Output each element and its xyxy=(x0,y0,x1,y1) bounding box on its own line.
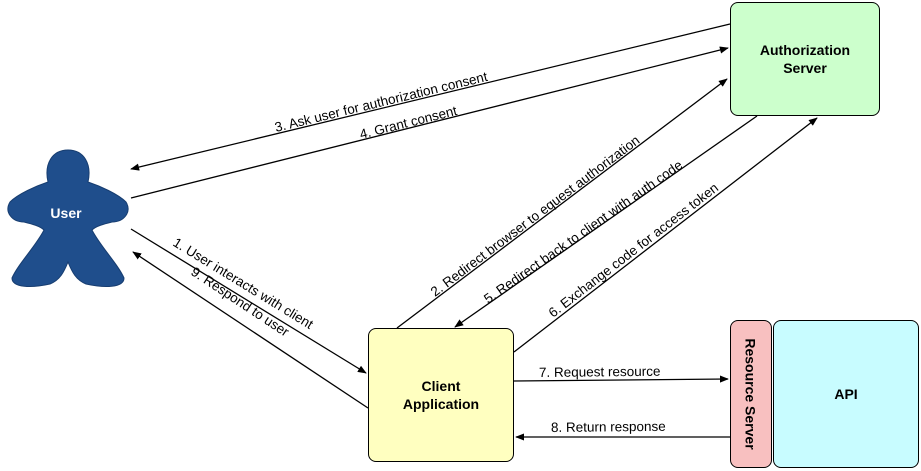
api-label: API xyxy=(834,386,858,402)
user-icon xyxy=(7,149,129,287)
arrow-7 xyxy=(513,375,729,383)
authorization-server-box: Authorization Server xyxy=(730,2,880,116)
arrow-5 xyxy=(454,115,758,328)
arrow-6 xyxy=(513,117,818,353)
arrow-2 xyxy=(396,78,728,329)
client-application-label-line1: Client xyxy=(421,378,461,394)
client-application-label-line2: Application xyxy=(402,396,480,412)
user-label: User xyxy=(50,205,82,221)
resource-server-label: Resource Server xyxy=(743,338,760,450)
arrow-1-label: 1. User interacts with client xyxy=(170,235,316,332)
api-box: API xyxy=(773,320,919,468)
client-application-box: Client Application xyxy=(368,328,514,462)
authorization-server-label-line1: Authorization xyxy=(759,42,851,58)
arrow-7-label: 7. Request resource xyxy=(539,364,661,380)
arrow-4 xyxy=(130,46,729,199)
arrow-1 xyxy=(130,228,367,374)
resource-server-box: Resource Server xyxy=(730,320,772,468)
authorization-server-label-line2: Server xyxy=(783,60,827,76)
arrow-9 xyxy=(132,251,369,409)
arrow-8-label: 8. Return response xyxy=(551,419,666,435)
arrow-3 xyxy=(130,23,731,171)
